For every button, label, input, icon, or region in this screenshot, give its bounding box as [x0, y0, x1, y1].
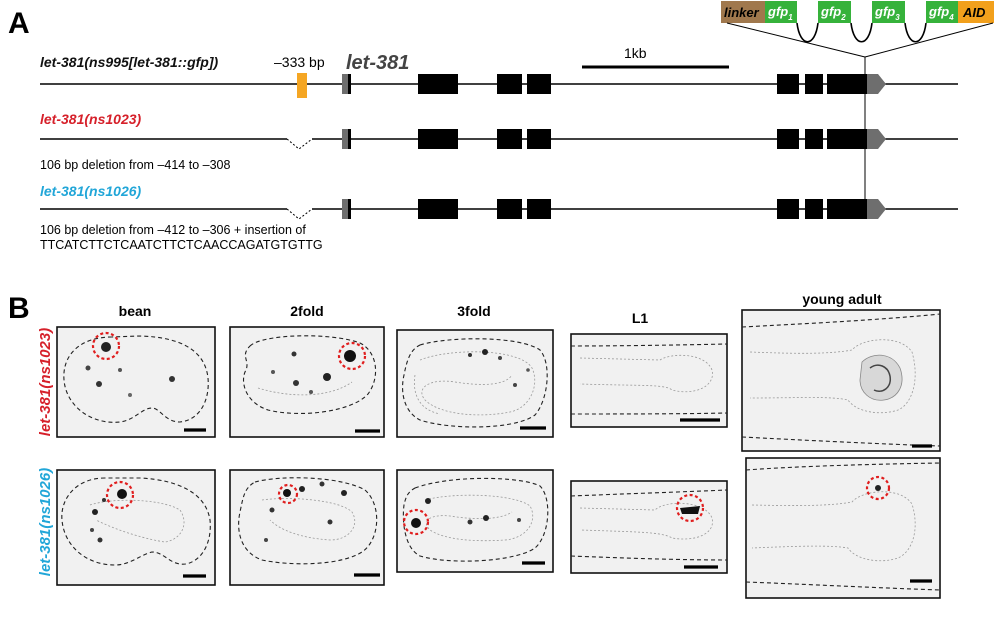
gfp4-label: gfp4	[928, 4, 954, 22]
aid-segment	[958, 1, 994, 23]
exon-2	[418, 74, 458, 94]
exon-5	[777, 199, 799, 219]
tag-callout-left	[726, 22, 866, 58]
utr-3-arrow	[867, 199, 886, 219]
svg-text:gfp2: gfp2	[820, 4, 846, 22]
image-ns1023-young-adult	[741, 309, 941, 452]
gfp3-label: gfp3	[874, 4, 900, 22]
exon-5	[777, 74, 799, 94]
image-ns1023-2fold	[229, 326, 385, 438]
image-ns1023-l1	[570, 333, 728, 428]
image-ns1023-bean	[56, 326, 216, 438]
gene-model-ns1026	[40, 199, 958, 220]
exon-2	[418, 199, 458, 219]
exon-6	[805, 129, 823, 149]
image-ns1026-l1	[570, 480, 728, 574]
image-ns1026-bean	[56, 469, 216, 586]
exon-7	[827, 74, 867, 94]
exon-1	[348, 74, 351, 94]
gfp-insert-site	[297, 73, 307, 98]
insertion-sequence: TTCATCTTCTCAATCTTCTCAACCAGATGTGTTG	[40, 238, 323, 252]
column-header-2fold: 2fold	[290, 303, 323, 319]
exon-4	[527, 74, 551, 94]
utr-5	[342, 74, 348, 94]
gfp3-segment	[872, 1, 905, 23]
gfp-intron-3	[904, 22, 927, 43]
utr-5	[342, 199, 348, 219]
svg-text:let-381(ns1026): let-381(ns1026)	[40, 183, 142, 199]
svg-text:gfp4: gfp4	[928, 4, 954, 22]
exon-3	[497, 129, 522, 149]
gene-name: let-381	[346, 52, 409, 74]
gfp-intron-1	[796, 22, 819, 43]
svg-text:gfp3: gfp3	[874, 4, 900, 22]
exon-1	[348, 199, 351, 219]
allele-label-ns1023: let-381(ns1023)	[40, 111, 142, 127]
gfp1-label: gfp1	[767, 4, 793, 22]
svg-text:gfp1: gfp1	[767, 4, 793, 22]
exon-6	[805, 199, 823, 219]
panel-a-label: A	[8, 7, 30, 40]
exon-2	[418, 129, 458, 149]
utr-5	[342, 129, 348, 149]
gfp-intron-2	[850, 22, 873, 43]
column-header-3fold: 3fold	[457, 303, 490, 319]
position-label: –333 bp	[274, 54, 325, 70]
exon-4	[527, 129, 551, 149]
exon-3	[497, 74, 522, 94]
gfp1-segment	[765, 1, 797, 23]
column-header-bean: bean	[119, 303, 152, 319]
svg-text:let-381(ns1026): let-381(ns1026)	[37, 468, 54, 576]
linker-label: linker	[724, 5, 760, 20]
allele-label-ns995: let-381(ns995[let-381::gfp])	[40, 54, 219, 70]
image-ns1023-3fold	[396, 329, 554, 438]
gfp2-segment	[818, 1, 851, 23]
image-ns1026-2fold	[229, 469, 385, 586]
panel-b-label: B	[8, 292, 30, 325]
utr-3-arrow	[867, 129, 886, 149]
deletion-gap	[286, 208, 313, 220]
gene-model-ns995	[40, 73, 958, 98]
gene-model-ns1023	[40, 129, 958, 150]
gfp-aid-tag-construct: linker gfp1 gfp2 gfp3 gfp4 AID	[721, 1, 994, 212]
image-ns1026-3fold	[396, 469, 554, 573]
column-header-l1: L1	[632, 310, 649, 326]
exon-5	[777, 129, 799, 149]
row-label-ns1023: let-381(ns1023)	[37, 328, 54, 436]
deletion-note-ns1023: 106 bp deletion from –414 to –308	[40, 158, 230, 172]
allele-label-ns1026: let-381(ns1026)	[40, 183, 142, 199]
aid-label: AID	[962, 5, 986, 20]
svg-text:let-381(ns1023): let-381(ns1023)	[40, 111, 142, 127]
exon-4	[527, 199, 551, 219]
gfp2-label: gfp2	[820, 4, 846, 22]
exon-1	[348, 129, 351, 149]
column-header-young-adult: young adult	[802, 291, 882, 307]
linker-segment	[721, 1, 765, 23]
exon-7	[827, 129, 867, 149]
svg-text:let-381(ns1023): let-381(ns1023)	[37, 328, 54, 436]
gfp4-segment	[926, 1, 958, 23]
row-label-ns1026: let-381(ns1026)	[37, 468, 54, 576]
deletion-note-ns1026: 106 bp deletion from –412 to –306 + inse…	[40, 223, 306, 237]
utr-3-arrow	[867, 74, 886, 94]
tag-callout-right	[864, 22, 994, 58]
exon-3	[497, 199, 522, 219]
kb-scalebar-label: 1kb	[624, 45, 647, 61]
svg-text:let-381(ns995[let-381::gfp]): let-381(ns995[let-381::gfp])	[40, 54, 219, 70]
exon-6	[805, 74, 823, 94]
exon-7	[827, 199, 867, 219]
deletion-gap	[286, 138, 313, 150]
image-ns1026-young-adult	[745, 457, 941, 599]
